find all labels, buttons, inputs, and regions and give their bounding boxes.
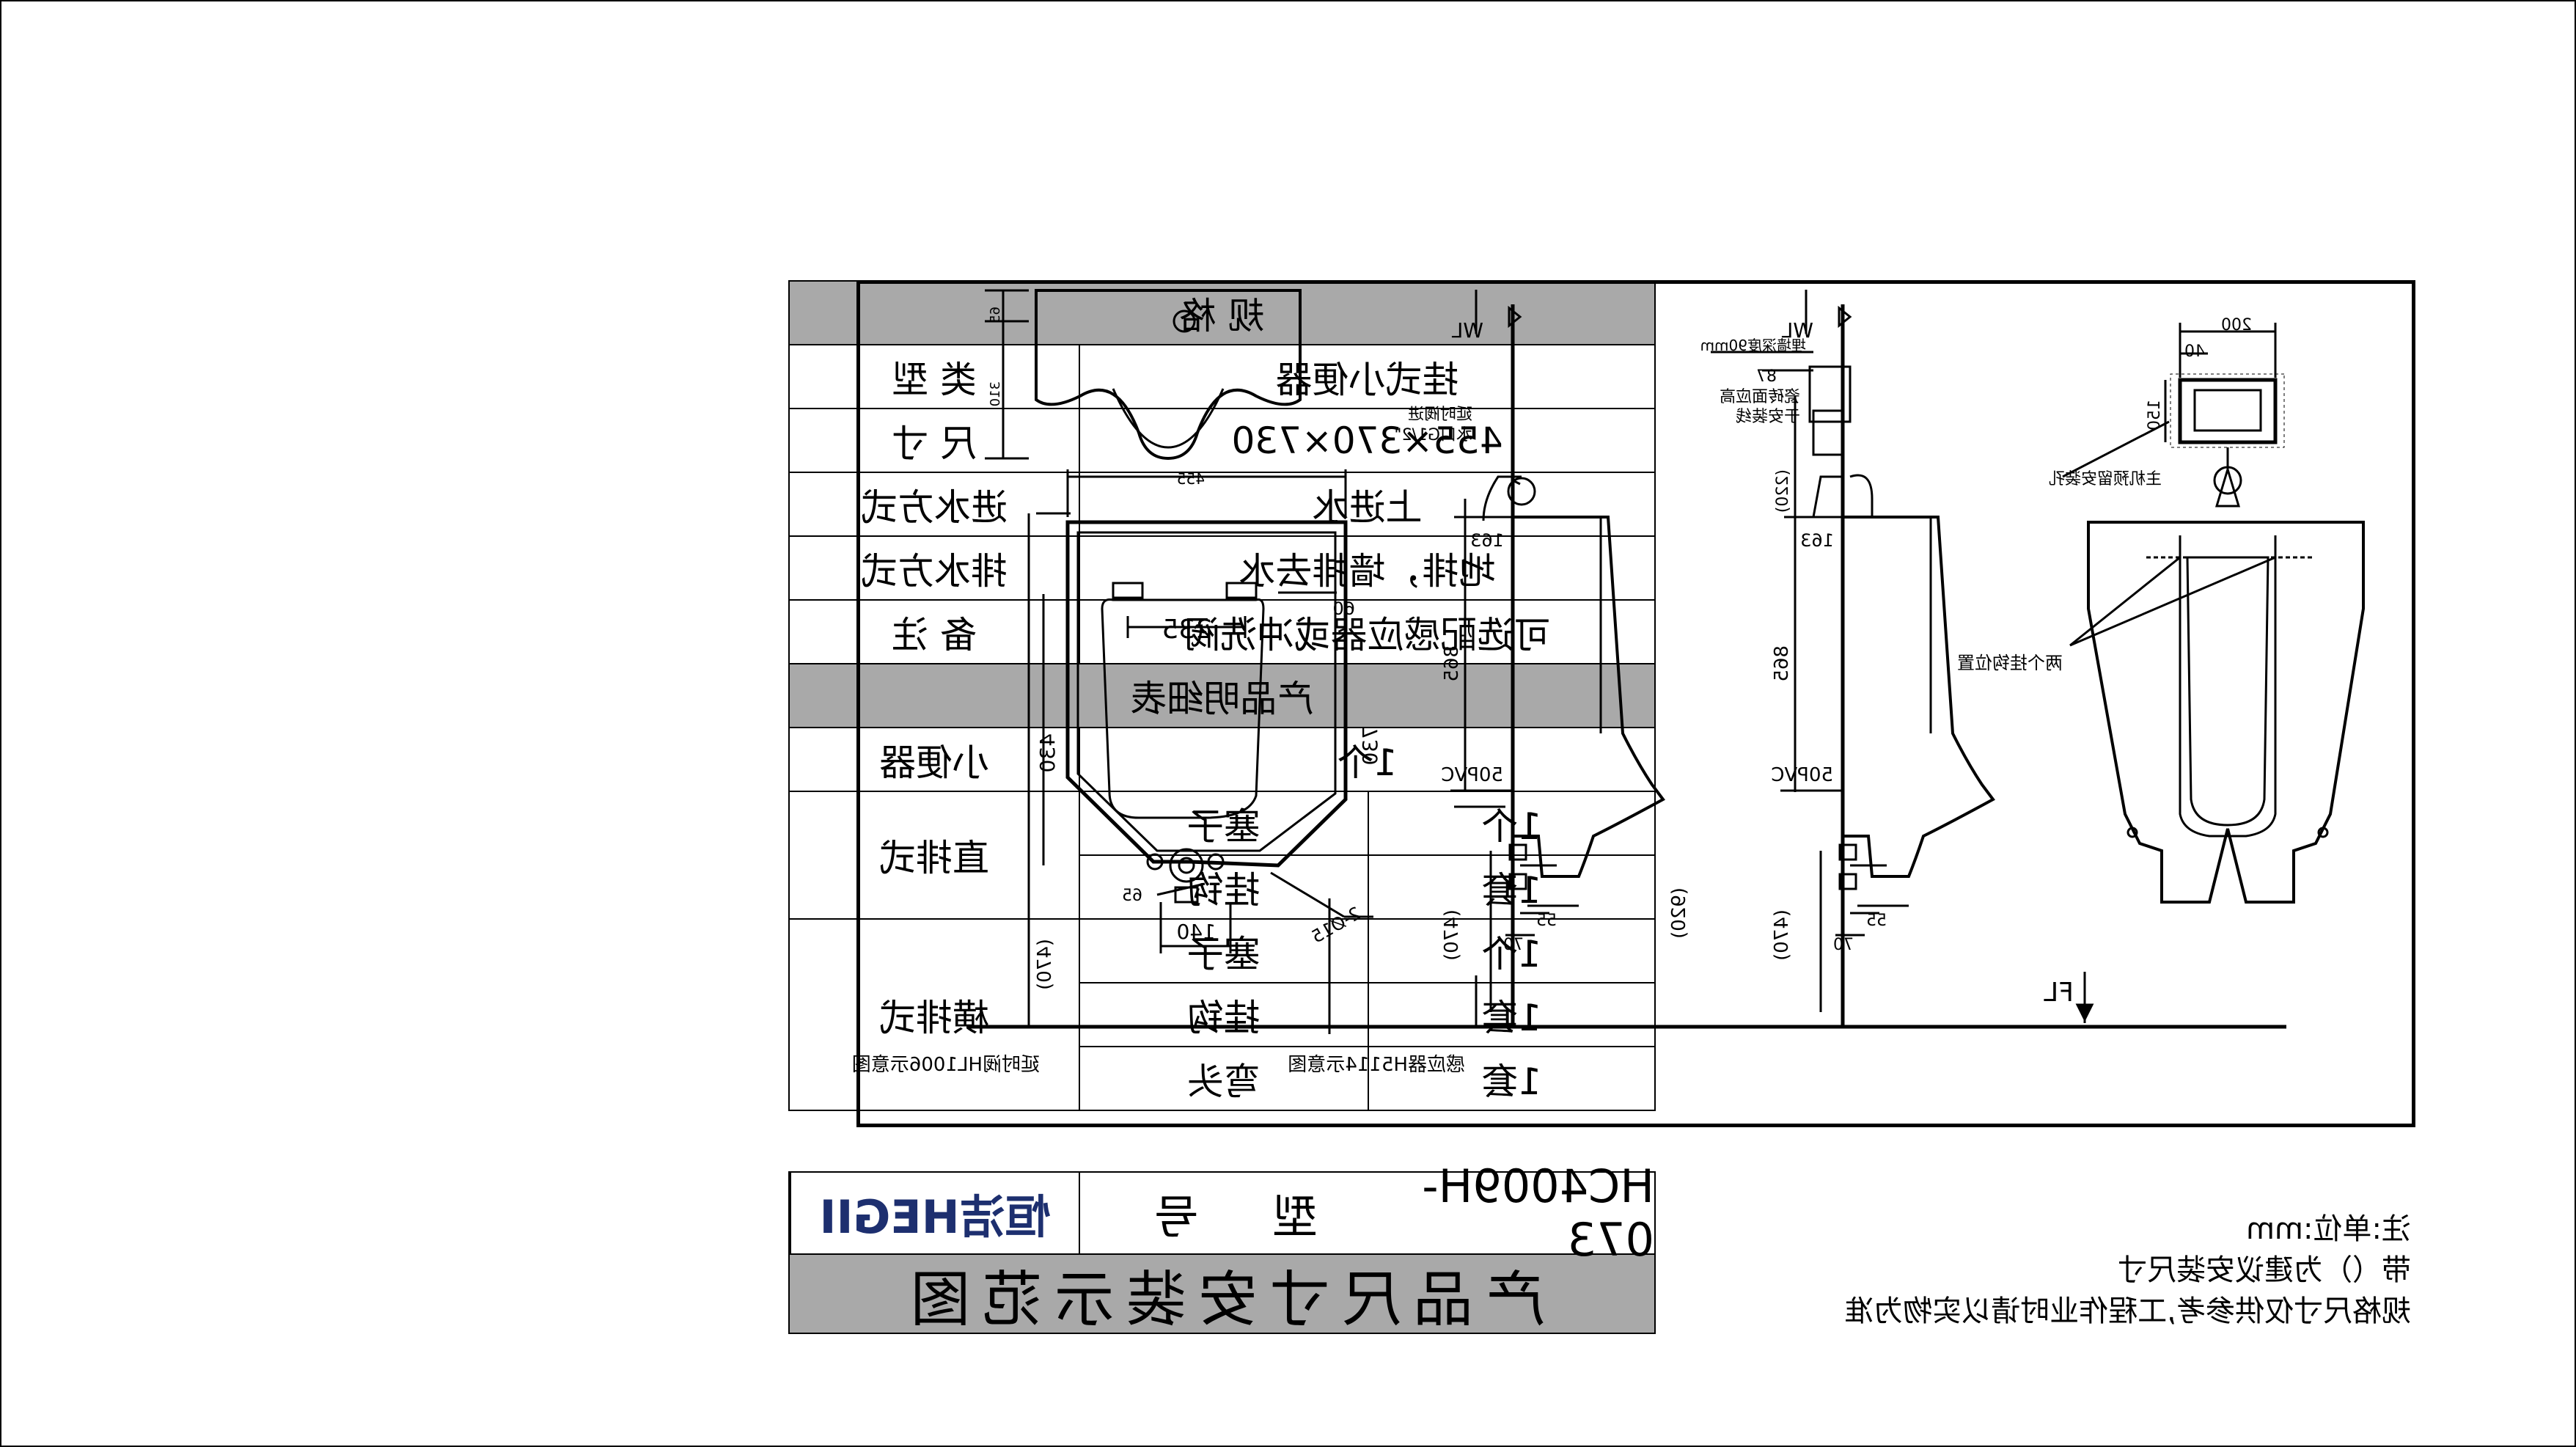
dim-235: 235 — [1162, 615, 1212, 645]
dim-455: 455 — [1177, 470, 1205, 488]
wl-label-sensor: WL — [1781, 318, 1813, 342]
dim-60: 60 — [1332, 598, 1355, 619]
front-view — [1027, 469, 1373, 1034]
reserved-hole-label: 主机预留安装孔 — [2049, 470, 2162, 488]
sensor-side-view — [1711, 290, 1995, 1027]
dim-220: (220) — [1774, 469, 1792, 513]
dim-40: 40 — [2184, 342, 2205, 361]
pvc-label-valve: 50PVC — [1441, 764, 1503, 786]
sensor-caption: 感应器H5114示意图 — [1288, 1054, 1465, 1076]
dim-163-valve: 163 — [1470, 530, 1504, 551]
dim-865-sensor: 865 — [1771, 645, 1793, 682]
dim-2-15: 2-Ø15 — [1307, 903, 1365, 948]
dim-310: 310 — [988, 381, 1003, 406]
dim-140: 140 — [1177, 920, 1216, 944]
tile-label-1: 瓷砖面应高 — [1720, 388, 1800, 406]
dim-920: (920) — [1668, 887, 1690, 939]
back-view — [2062, 323, 2365, 904]
dim-163-sensor: 163 — [1800, 530, 1834, 551]
dim-70-sensor: 70 — [1833, 936, 1854, 954]
top-view — [985, 289, 1302, 461]
dim-470-sensor: (470) — [1771, 909, 1793, 961]
dim-87: 87 — [1756, 367, 1777, 386]
fl-arrow — [2075, 1003, 2094, 1022]
dim-730: 730 — [1358, 726, 1382, 765]
fl-label: FL — [2044, 978, 2074, 1008]
dim-65: 65 — [1122, 887, 1142, 905]
dim-430: 430 — [1035, 733, 1060, 772]
tile-label-2: 于安装线 — [1736, 408, 1800, 426]
dim-470-valve: (470) — [1441, 909, 1463, 961]
pvc-label-sensor: 50PVC — [1771, 764, 1833, 786]
dim-65-top: 65 — [988, 307, 1003, 323]
embed-depth-label: 埋墙深度90mm — [1700, 337, 1806, 354]
hook-position-label: 两个挂钩位置 — [1957, 653, 2063, 673]
valve-inlet-label-2: 水口G1/2" — [1394, 426, 1472, 444]
dim-865-valve: 865 — [1441, 645, 1463, 682]
dim-200: 200 — [2221, 316, 2252, 334]
valve-inlet-label-1: 延时阀进 — [1408, 406, 1472, 424]
dim-55-valve: 55 — [1536, 912, 1557, 930]
dim-70-valve: 70 — [1503, 936, 1524, 954]
wl-label-valve: WL — [1451, 318, 1483, 342]
valve-side-view — [1450, 290, 1665, 1027]
dim-150: 150 — [2146, 400, 2164, 431]
dim-55-sensor: 55 — [1866, 912, 1887, 930]
valve-caption: 延时阀HL1006示意图 — [852, 1054, 1040, 1076]
dim-470: (470) — [1034, 939, 1056, 990]
